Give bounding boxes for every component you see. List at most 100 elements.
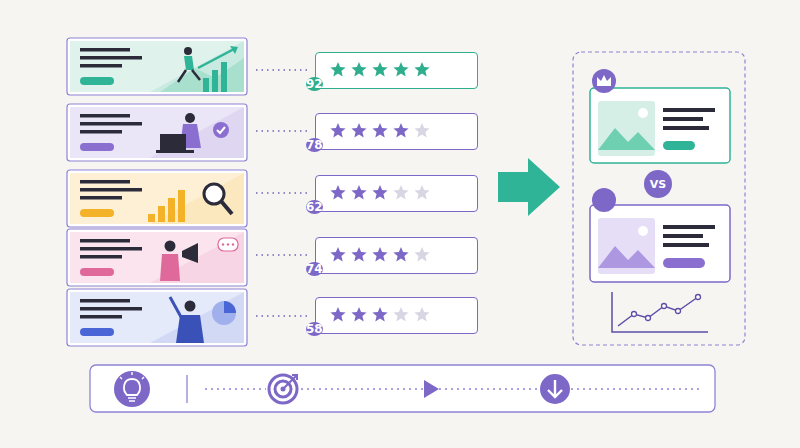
- vs-label: VS: [650, 178, 666, 191]
- source-card-part: [67, 170, 247, 227]
- crown-icon: [597, 75, 611, 86]
- source-card-part: [148, 214, 155, 222]
- source-card-part: [222, 243, 224, 245]
- score-number: 78: [306, 138, 323, 152]
- chart-points-part: [646, 316, 651, 321]
- source-card-part: [178, 70, 200, 82]
- source-card-part: [160, 254, 180, 281]
- play-icon: [424, 380, 439, 398]
- dotted-leader: [256, 130, 308, 132]
- score-number: 62: [306, 200, 323, 214]
- source-card-part: [80, 56, 142, 60]
- source-card-part: [212, 301, 236, 325]
- source-card-part: [80, 315, 122, 319]
- source-card-part: [160, 58, 244, 92]
- process-bar: [90, 365, 715, 412]
- source-card-part: [80, 247, 142, 251]
- star-rating: [326, 176, 436, 210]
- star-rating: [326, 298, 436, 332]
- score-box: 58: [315, 297, 478, 334]
- star: [414, 307, 429, 321]
- source-card-part: [80, 299, 130, 303]
- source-card-part: [213, 122, 229, 138]
- source-card-part: [80, 196, 122, 200]
- source-card-part: [80, 307, 142, 311]
- star: [414, 123, 429, 137]
- source-card-part: [150, 292, 244, 343]
- star: [372, 307, 387, 321]
- chart-axis: [612, 292, 708, 332]
- image-sun: [638, 226, 648, 236]
- source-card-part: [80, 268, 114, 276]
- text-line: [663, 108, 715, 112]
- score-number: 58: [306, 322, 323, 336]
- source-card-part: [150, 232, 244, 283]
- source-card: [67, 289, 308, 346]
- source-card-part: [80, 143, 114, 151]
- source-card-part: [80, 122, 142, 126]
- source-card-part: [168, 198, 175, 222]
- target-arrow: [283, 375, 297, 389]
- variant-dot: [592, 188, 616, 212]
- pill: [663, 141, 695, 150]
- source-cards: [67, 38, 308, 346]
- star: [414, 62, 429, 76]
- vs-badge: VS: [644, 170, 672, 198]
- source-card-part: [158, 206, 165, 222]
- star: [393, 123, 408, 137]
- star: [351, 123, 366, 137]
- source-card-part: [70, 173, 244, 224]
- idea-badge: [114, 371, 150, 407]
- star: [330, 123, 345, 137]
- star: [330, 62, 345, 76]
- chart-points-part: [676, 309, 681, 314]
- star-rating: [326, 114, 436, 148]
- source-card-part: [218, 238, 238, 251]
- source-card-part: [227, 243, 229, 245]
- source-card-part: [217, 127, 225, 133]
- text-line: [663, 117, 703, 121]
- source-card-part: [80, 64, 122, 68]
- source-card-part: [80, 239, 130, 243]
- bulb-icon: [124, 379, 140, 395]
- variant-card: [590, 88, 730, 163]
- separator: [186, 375, 187, 403]
- text-line: [663, 234, 703, 238]
- star-rating: [326, 53, 436, 87]
- pill: [663, 258, 705, 268]
- star: [330, 185, 345, 199]
- source-card-part: [67, 38, 247, 95]
- compare-panel: [573, 52, 745, 345]
- score-number: 74: [306, 262, 323, 276]
- star: [351, 247, 366, 261]
- star: [351, 185, 366, 199]
- source-card-part: [80, 188, 142, 192]
- chart-points-part: [632, 312, 637, 317]
- source-card-part: [184, 56, 194, 70]
- source-card-part: [70, 292, 244, 343]
- image-mountain: [598, 246, 655, 268]
- star: [372, 185, 387, 199]
- star: [393, 62, 408, 76]
- chart-line: [618, 297, 698, 326]
- dotted-leader: [256, 315, 308, 317]
- star: [393, 185, 408, 199]
- source-card-part: [178, 190, 185, 222]
- source-card-part: [80, 328, 114, 336]
- bulb-base: [128, 398, 136, 401]
- crown-badge: [592, 69, 616, 93]
- target-icon: [269, 375, 297, 403]
- image-thumb: [598, 101, 655, 156]
- text-line: [663, 225, 715, 229]
- download-badge: [540, 374, 570, 404]
- source-card-part: [150, 107, 244, 158]
- source-card-part: [67, 104, 247, 161]
- source-card-part: [176, 315, 204, 343]
- source-card-part: [182, 243, 198, 263]
- star: [330, 247, 345, 261]
- source-card-part: [184, 47, 192, 55]
- chart-points-part: [696, 295, 701, 300]
- target-ground: [266, 372, 300, 406]
- star: [393, 247, 408, 261]
- source-card-part: [221, 62, 227, 92]
